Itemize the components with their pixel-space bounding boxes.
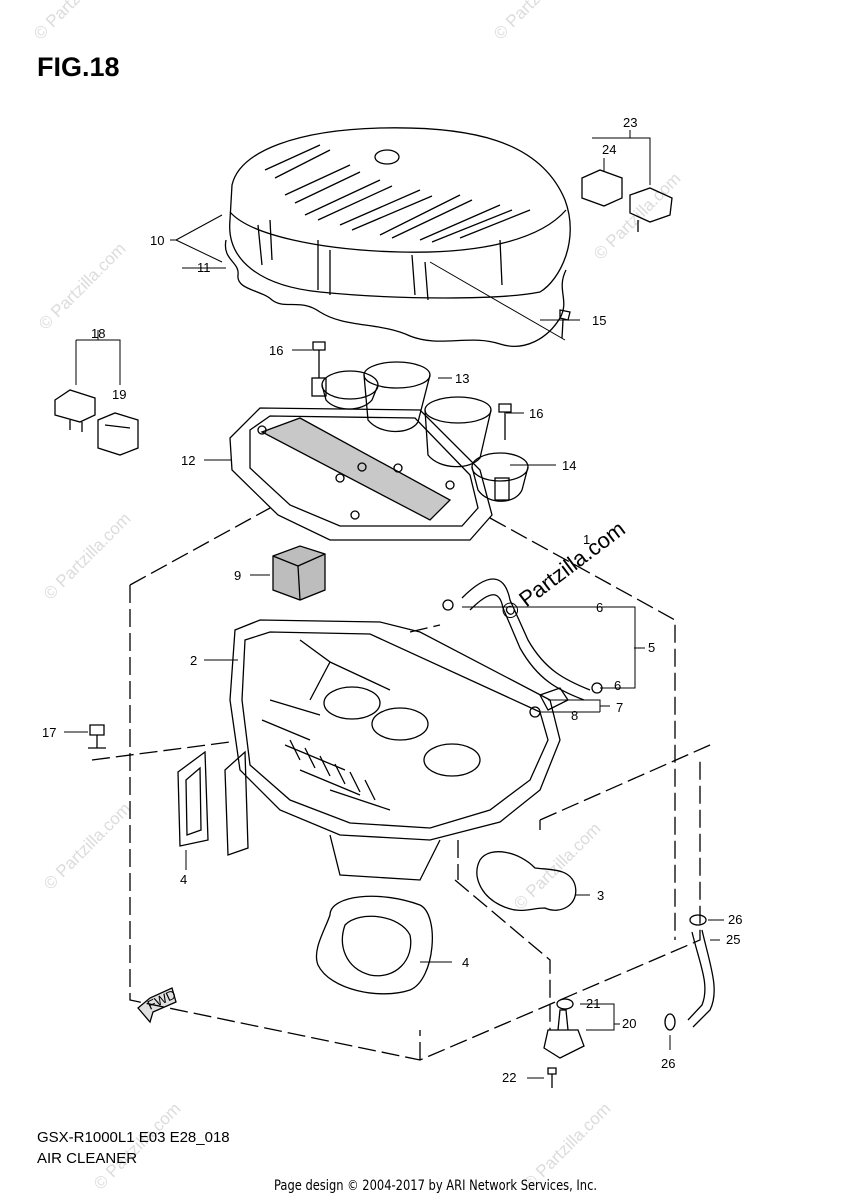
air-cleaner-case bbox=[229, 619, 561, 881]
callout-6: 6 bbox=[596, 600, 603, 615]
callout-2: 2 bbox=[190, 653, 197, 668]
callout-19: 19 bbox=[112, 387, 126, 402]
connector-18 bbox=[54, 389, 96, 432]
connector-23 bbox=[629, 187, 673, 232]
callouts bbox=[64, 130, 724, 1079]
bolt-16-a bbox=[312, 341, 326, 378]
callout-21: 21 bbox=[586, 996, 600, 1011]
callout-17: 17 bbox=[42, 725, 56, 740]
callout-18: 18 bbox=[91, 326, 105, 341]
clamp-26a bbox=[689, 914, 707, 926]
callout-6: 6 bbox=[614, 678, 621, 693]
clamp-26b bbox=[664, 1013, 676, 1031]
copyright-notice: Page design © 2004-2017 by ARI Network S… bbox=[274, 1178, 598, 1194]
callout-3: 3 bbox=[597, 888, 604, 903]
callout-4: 4 bbox=[462, 955, 469, 970]
callout-10: 10 bbox=[150, 233, 164, 248]
cover-gasket bbox=[224, 239, 567, 347]
callout-5: 5 bbox=[648, 640, 655, 655]
section-name: AIR CLEANER bbox=[37, 1150, 138, 1167]
callout-4: 4 bbox=[180, 872, 187, 887]
connector-24 bbox=[581, 169, 623, 207]
clamp-6a bbox=[442, 599, 454, 611]
frame-detail bbox=[91, 624, 711, 1030]
duct-gasket-4b bbox=[224, 750, 249, 856]
callout-26: 26 bbox=[661, 1056, 675, 1071]
filter-element bbox=[229, 407, 493, 541]
callout-15: 15 bbox=[592, 313, 606, 328]
figure-title: FIG.18 bbox=[37, 52, 120, 82]
callout-16: 16 bbox=[269, 343, 283, 358]
callout-7: 7 bbox=[616, 700, 623, 715]
callout-13: 13 bbox=[455, 371, 469, 386]
callout-20: 20 bbox=[622, 1016, 636, 1031]
bolt-16-b bbox=[498, 403, 512, 440]
velocity-funnel-13 bbox=[311, 361, 431, 433]
o-ring-21 bbox=[556, 998, 574, 1010]
model-code: GSX-R1000L1 E03 E28_018 bbox=[37, 1129, 230, 1146]
callout-25: 25 bbox=[726, 932, 740, 947]
callout-8: 8 bbox=[571, 708, 578, 723]
velocity-funnel-14 bbox=[424, 396, 529, 502]
drain-plug-20 bbox=[543, 1009, 585, 1059]
assembly-frame bbox=[129, 507, 701, 1061]
callout-23: 23 bbox=[623, 115, 637, 130]
callout-12: 12 bbox=[181, 453, 195, 468]
callout-14: 14 bbox=[562, 458, 576, 473]
bolt-17 bbox=[88, 724, 106, 749]
callout-22: 22 bbox=[502, 1070, 516, 1085]
duct-gasket-4c bbox=[315, 895, 433, 995]
seal-3 bbox=[476, 851, 577, 911]
callout-1: 1 bbox=[583, 532, 590, 547]
callout-26: 26 bbox=[728, 912, 742, 927]
screw-22 bbox=[547, 1067, 557, 1088]
callout-11: 11 bbox=[197, 260, 211, 275]
hose-5 bbox=[461, 578, 591, 701]
sponge-9 bbox=[272, 545, 326, 601]
callout-labels: 1 2 3 4 4 5 6 6 7 8 9 10 11 12 13 14 15 … bbox=[42, 115, 742, 1085]
callout-16: 16 bbox=[529, 406, 543, 421]
connector-19 bbox=[97, 412, 139, 456]
callout-9: 9 bbox=[234, 568, 241, 583]
callout-24: 24 bbox=[602, 142, 616, 157]
drain-hose-25 bbox=[687, 929, 715, 1028]
duct-gasket-4a bbox=[177, 750, 209, 847]
air-cleaner-cover bbox=[229, 127, 571, 301]
